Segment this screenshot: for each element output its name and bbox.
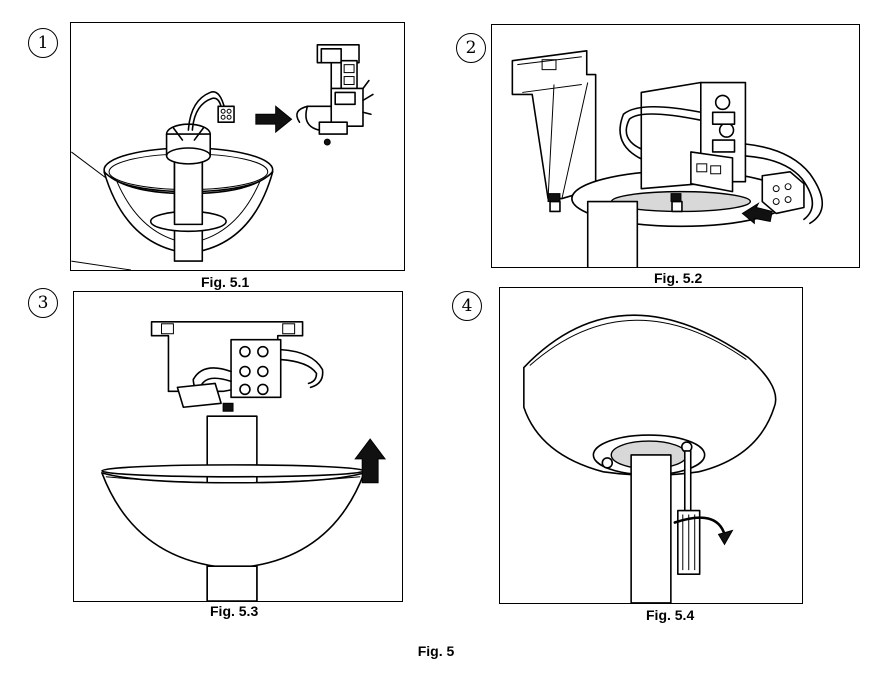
black-arrow-right-icon — [255, 105, 293, 134]
illustration-wire-connection — [511, 49, 823, 267]
step-number-3: 3 — [28, 288, 58, 318]
panel-fig-5-3 — [73, 291, 403, 602]
step-number-2: 2 — [456, 33, 486, 63]
illustration-canopy-lowered — [71, 44, 374, 270]
panel-fig-5-4 — [499, 287, 803, 604]
black-arrow-up-icon — [354, 438, 387, 484]
black-arrow-left-icon — [741, 202, 773, 225]
panel-fig-5-1 — [70, 22, 405, 271]
illustration-canopy-raised — [101, 321, 387, 601]
panel-fig-5-2 — [491, 24, 860, 268]
step-number-4: 4 — [452, 291, 482, 321]
illustration-tighten-screw — [523, 314, 777, 603]
figure-main-caption: Fig. 5 — [417, 643, 455, 659]
clockwise-rotate-icon — [673, 516, 726, 536]
screwdriver-icon — [677, 450, 701, 575]
caption-fig-5-2: Fig. 5.2 — [654, 270, 703, 286]
caption-fig-5-3: Fig. 5.3 — [210, 603, 259, 619]
step-number-1: 1 — [28, 28, 58, 58]
caption-fig-5-4: Fig. 5.4 — [646, 607, 695, 623]
caption-fig-5-1: Fig. 5.1 — [201, 274, 250, 290]
